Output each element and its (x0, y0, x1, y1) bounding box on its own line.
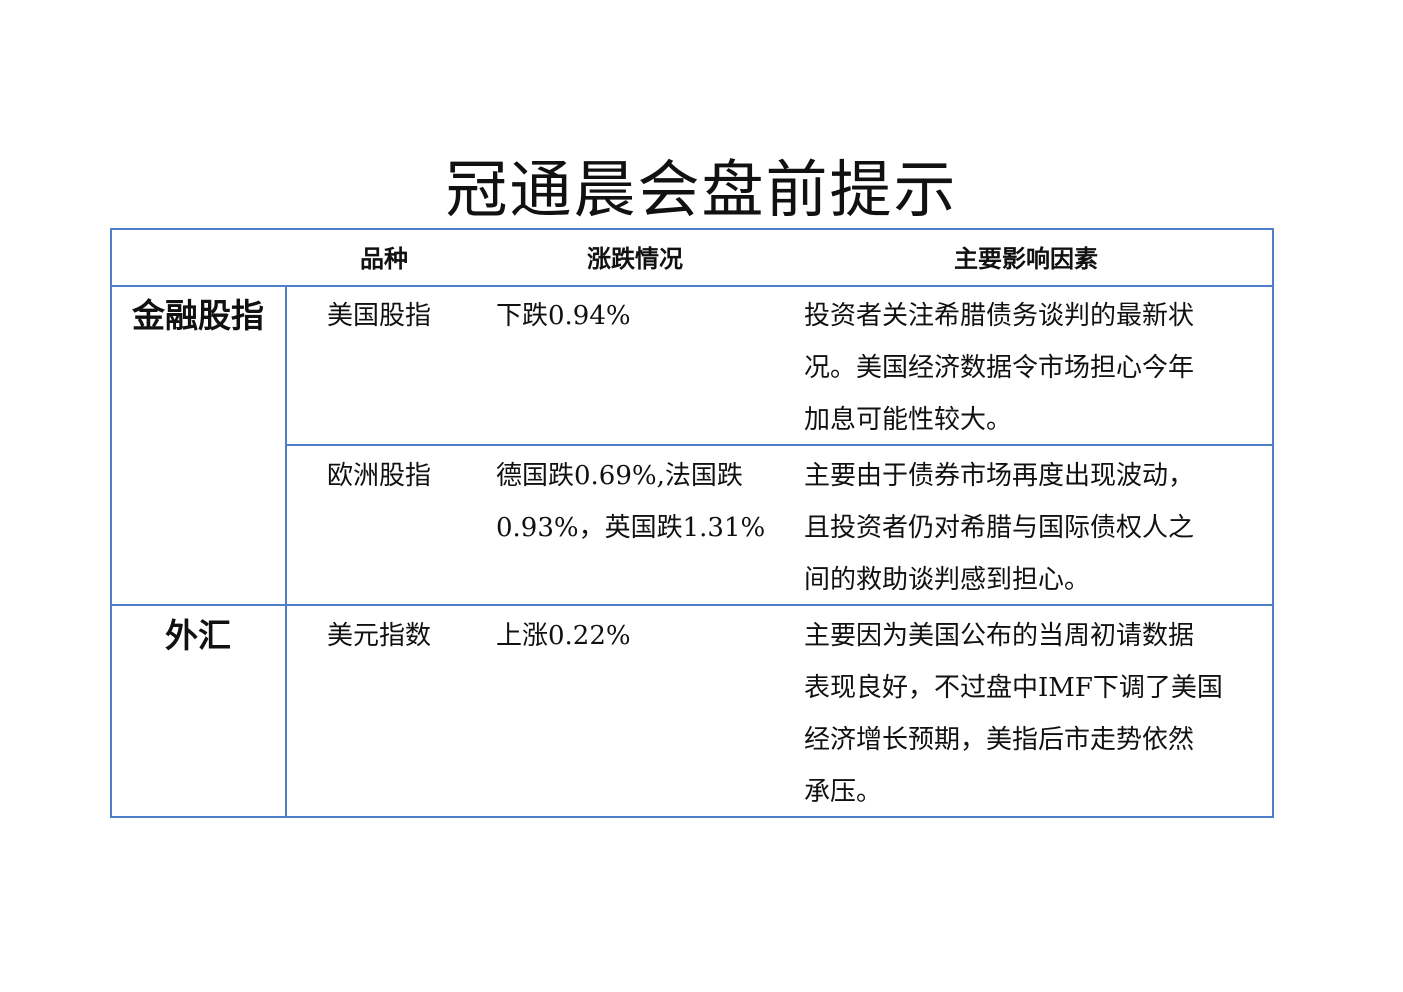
row-factors: 主要因为美国公布的当周初请数据 表现良好，不过盘中IMF下调了美国 经济增长预期… (804, 610, 1223, 818)
row-factors: 投资者关注希腊债务谈判的最新状 况。美国经济数据令市场担心今年 加息可能性较大。 (804, 290, 1194, 446)
row-change: 德国跌0.69%,法国跌 0.93%，英国跌1.31% (496, 450, 765, 554)
category-divider (112, 604, 1274, 606)
change-line: 下跌0.94% (496, 301, 631, 331)
row-change: 上涨0.22% (496, 610, 631, 662)
factor-line: 加息可能性较大。 (804, 405, 1013, 435)
factor-line: 主要因为美国公布的当周初请数据 (804, 621, 1195, 651)
row-factors: 主要由于债券市场再度出现波动， 且投资者仍对希腊与国际债权人之 间的救助谈判感到… (804, 450, 1194, 606)
change-line: 德国跌0.69%,法国跌 (496, 461, 743, 491)
market-table: 品种 涨跌情况 主要影响因素 金融股指 美国股指 下跌0.94% 投资者关注希腊… (110, 228, 1274, 818)
header-factors: 主要影响因素 (954, 245, 1098, 273)
change-line: 上涨0.22% (496, 621, 631, 651)
factor-line: 表现良好，不过盘中IMF下调了美国 (804, 673, 1223, 703)
header-divider (112, 285, 1274, 287)
header-variety: 品种 (360, 245, 408, 273)
factor-line: 承压。 (804, 777, 883, 807)
header-change: 涨跌情况 (587, 245, 683, 273)
row-variety: 美元指数 (327, 621, 432, 651)
category-label-forex: 外汇 (165, 616, 231, 655)
factor-line: 况。美国经济数据令市场担心今年 (804, 353, 1195, 383)
row-variety: 欧洲股指 (327, 461, 432, 491)
factor-line: 且投资者仍对希腊与国际债权人之 (804, 513, 1195, 543)
factor-line: 经济增长预期，美指后市走势依然 (804, 725, 1195, 755)
factor-line: 主要由于债券市场再度出现波动， (804, 461, 1195, 491)
category-column-divider (285, 285, 287, 818)
factor-line: 间的救助谈判感到担心。 (804, 565, 1091, 595)
row-variety: 美国股指 (327, 301, 432, 331)
page-title: 冠通晨会盘前提示 (445, 153, 958, 226)
row-divider-1 (285, 444, 1274, 446)
change-line: 0.93%，英国跌1.31% (496, 513, 766, 543)
category-label-stock-index: 金融股指 (132, 296, 264, 335)
factor-line: 投资者关注希腊债务谈判的最新状 (804, 301, 1195, 331)
row-change: 下跌0.94% (496, 290, 631, 342)
